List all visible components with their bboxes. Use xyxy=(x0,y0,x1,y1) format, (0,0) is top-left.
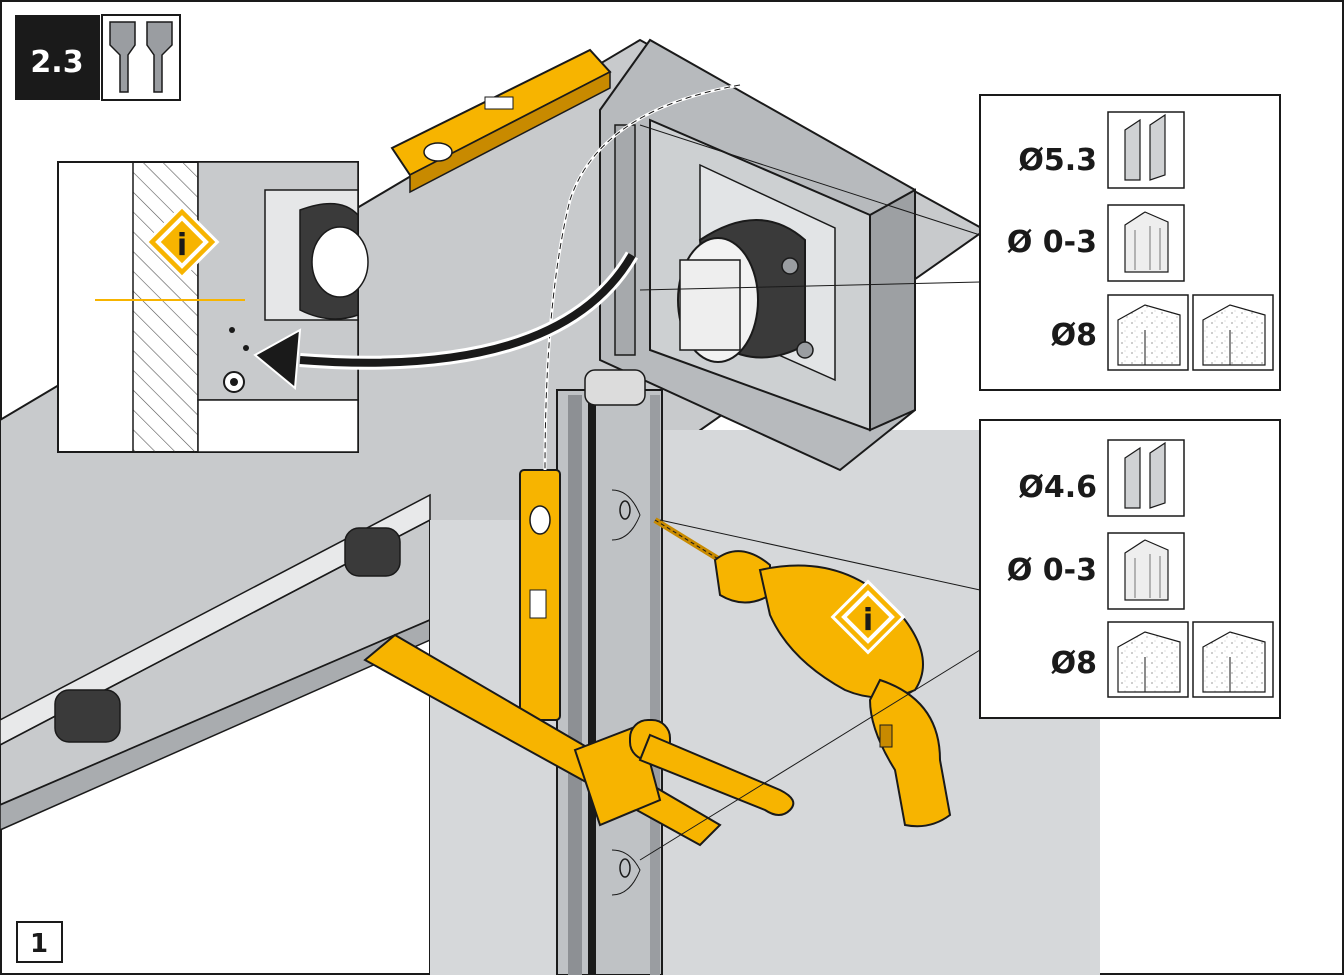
drill-size: Ø5.3 xyxy=(1018,143,1097,178)
masonry-block-icon xyxy=(1192,621,1274,698)
drill-size: Ø8 xyxy=(1051,646,1097,681)
drill-size: Ø 0-3 xyxy=(1007,225,1097,260)
info-badge-letter: i xyxy=(863,603,873,638)
detail-arrow xyxy=(299,253,636,367)
drill-size: Ø4.6 xyxy=(1018,470,1097,505)
masonry-block-icon xyxy=(1192,294,1274,371)
detail-arrow-head xyxy=(253,328,302,390)
inset-detail xyxy=(57,161,369,453)
vertical-rail xyxy=(556,389,663,975)
drill-spec-panel-1: Ø5.3 Ø 0-3 Ø8 xyxy=(979,94,1281,391)
info-badge-drill: i xyxy=(830,579,906,655)
drill-size: Ø8 xyxy=(1051,318,1097,353)
clamp-tool xyxy=(363,633,795,847)
step-number: 2.3 xyxy=(30,45,83,80)
wood-icon xyxy=(1107,532,1185,610)
guide-line xyxy=(544,84,741,471)
steel-profile-icon xyxy=(1107,439,1185,517)
rail-profile-icon xyxy=(109,21,173,93)
spirit-level-top xyxy=(390,48,612,194)
drill-hole-markers xyxy=(611,489,981,896)
info-badge-inset: i xyxy=(144,204,220,280)
figure-number-box: 1 xyxy=(16,921,63,963)
concrete-block-icon xyxy=(1107,294,1189,371)
motor-housing xyxy=(584,38,981,472)
spirit-level-vertical xyxy=(519,469,561,721)
info-badge-letter: i xyxy=(177,228,187,263)
steel-profile-icon xyxy=(1107,111,1185,189)
step-badge: 2.3 xyxy=(15,14,181,101)
concrete-block-icon xyxy=(1107,621,1189,698)
drill-size: Ø 0-3 xyxy=(1007,553,1097,588)
drill-spec-panel-2: Ø4.6 Ø 0-3 Ø8 xyxy=(979,419,1281,719)
wood-icon xyxy=(1107,204,1185,282)
figure-number: 1 xyxy=(30,929,48,959)
